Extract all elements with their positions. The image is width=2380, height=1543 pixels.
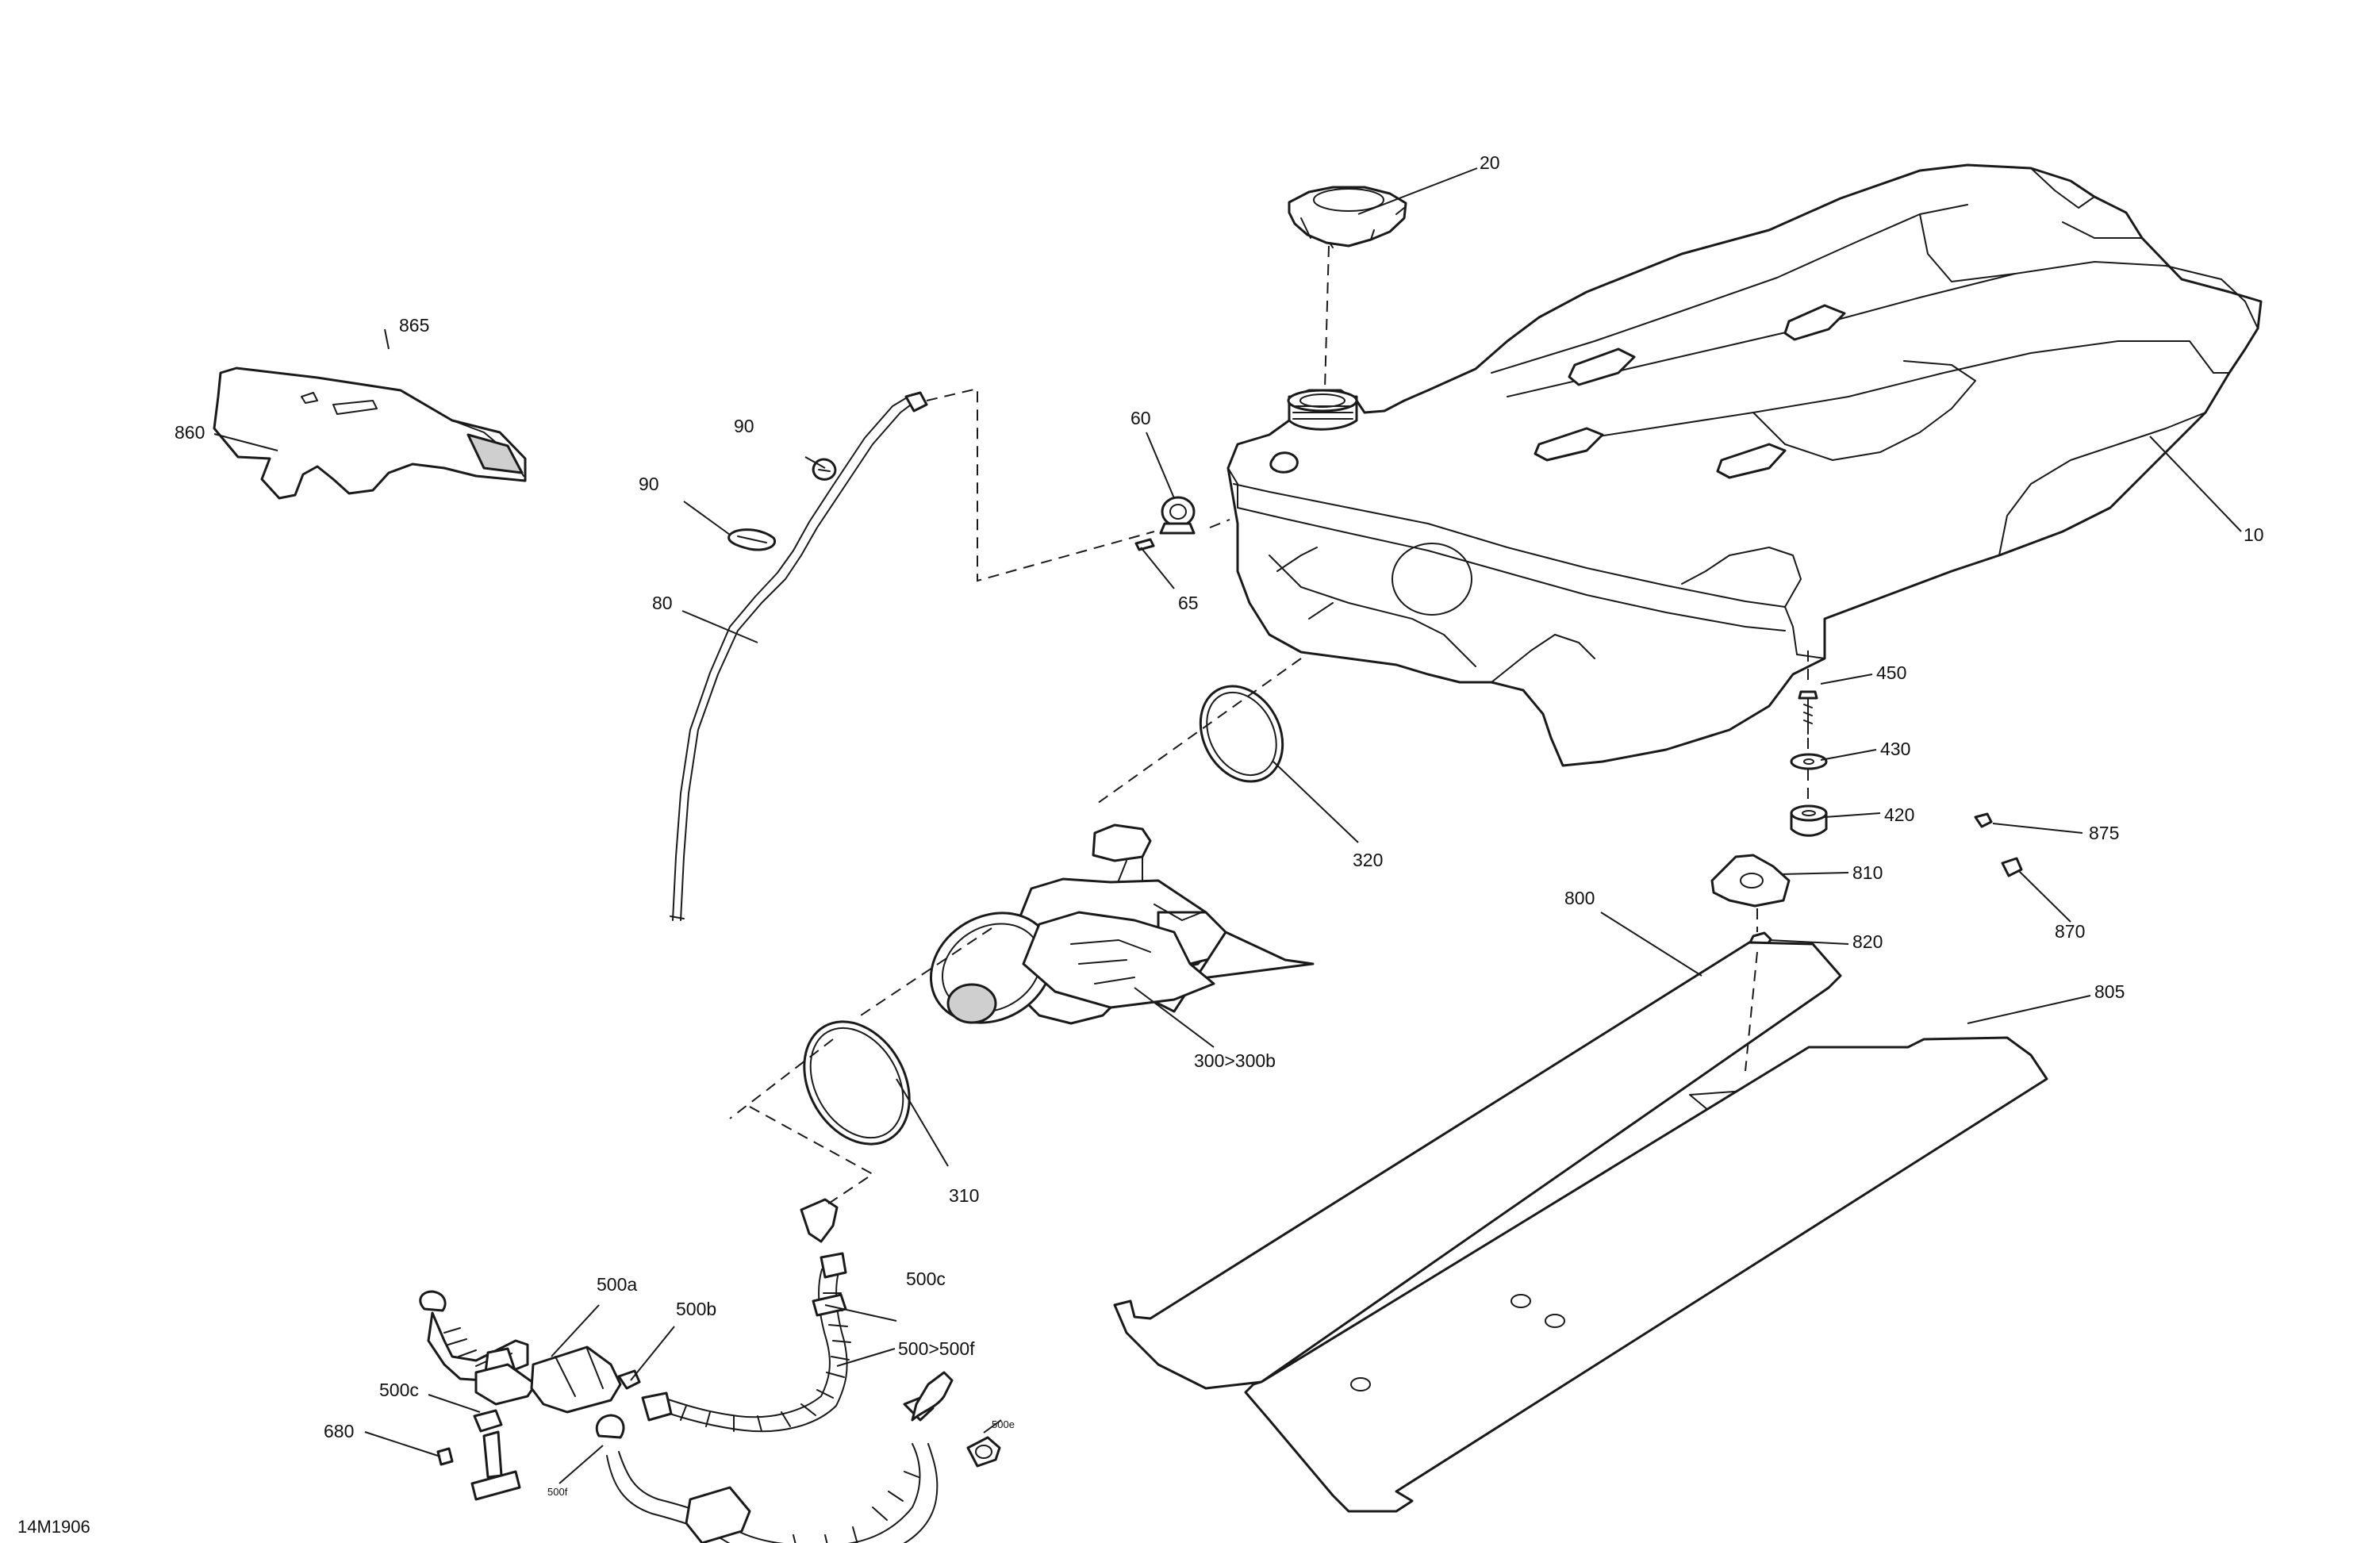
callout-320: 320 [1353, 850, 1383, 870]
callout-800: 800 [1564, 888, 1595, 908]
callout-310: 310 [949, 1185, 979, 1206]
part-vent-valve [1159, 496, 1196, 535]
callout-labels: 10 20 60 65 80 90 90 300>300b 310 320 42… [17, 152, 2264, 1537]
callout-500c-left: 500c [379, 1380, 419, 1400]
callout-10: 10 [2244, 524, 2264, 545]
callout-860: 860 [175, 422, 205, 443]
part-grommet [1790, 804, 1828, 837]
callout-65: 65 [1178, 593, 1199, 613]
callout-430: 430 [1880, 739, 1910, 759]
part-fuel-line-clip [966, 1436, 1001, 1468]
part-sleeve [2001, 857, 2023, 877]
part-tank-o-ring [1199, 685, 1284, 783]
callout-500c-top: 500c [906, 1269, 946, 1289]
callout-500b: 500b [676, 1299, 716, 1319]
callout-20: 20 [1480, 152, 1500, 173]
figure-id: 14M1906 [17, 1517, 90, 1537]
callout-870: 870 [2055, 921, 2085, 942]
callout-500-500f: 500>500f [898, 1338, 975, 1359]
part-vent-hose [670, 391, 928, 921]
callout-500e: 500e [992, 1418, 1015, 1430]
callout-500f: 500f [547, 1486, 568, 1498]
callout-820: 820 [1852, 931, 1883, 952]
part-clamp-lower [727, 528, 777, 551]
callout-300: 300>300b [1194, 1050, 1276, 1071]
part-fuel-hose-lower [595, 1371, 954, 1543]
callout-500a: 500a [597, 1274, 637, 1295]
part-washer [1790, 753, 1828, 770]
callout-810: 810 [1852, 862, 1883, 883]
part-screw [1798, 690, 1818, 735]
callout-875: 875 [2089, 823, 2119, 843]
callout-450: 450 [1876, 662, 1906, 683]
part-fuel-tank [1226, 163, 2263, 767]
callout-90-lower: 90 [639, 474, 659, 494]
part-fuel-hose-upper [641, 1198, 851, 1433]
callout-805: 805 [2094, 981, 2125, 1002]
part-fuel-cap [1288, 186, 1407, 248]
part-protector-panel [1244, 1036, 2048, 1513]
callout-865: 865 [399, 315, 429, 336]
leader-lines [213, 167, 2242, 1484]
part-clamp-upper [812, 458, 837, 481]
alignment-lines [729, 245, 1809, 1207]
part-lock-ring [803, 1020, 911, 1146]
callout-80: 80 [652, 593, 673, 613]
part-small-clip [1974, 812, 1993, 828]
callout-90-upper: 90 [734, 416, 754, 436]
callout-60: 60 [1130, 408, 1151, 428]
callout-680: 680 [324, 1421, 354, 1441]
part-heat-shield [213, 367, 527, 500]
part-fuel-pump-module [929, 823, 1315, 1025]
part-fuel-filter-assembly [419, 1290, 641, 1501]
part-vent-pin [1134, 538, 1155, 551]
part-support-bracket [1710, 854, 1791, 908]
callout-420: 420 [1884, 804, 1914, 825]
